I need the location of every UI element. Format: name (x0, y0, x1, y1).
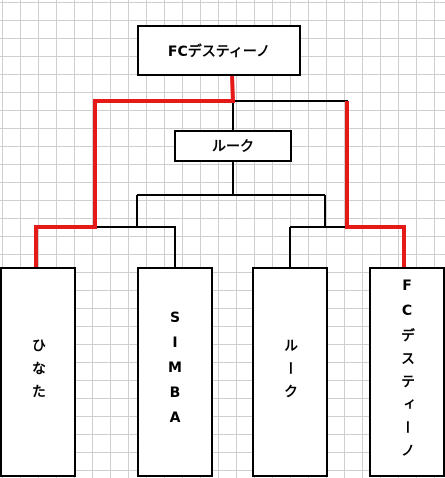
team-box-fc-destino: FCデスティーノ (369, 267, 445, 477)
team-label-simba: SIMBA (167, 309, 183, 435)
winner-path-right (345, 101, 406, 267)
team-label-hinata: ひなた (30, 337, 46, 407)
left-pair-connector (36, 195, 176, 267)
champion-box: FCデスティーノ (137, 25, 301, 76)
team-label-luke: ルーク (282, 337, 298, 407)
champion-label: FCデスティーノ (167, 43, 271, 60)
winner-path-left (34, 75, 236, 267)
team-label-fc-destino: FCデスティーノ (399, 278, 415, 466)
right-pair-connector (289, 195, 347, 267)
team-box-hinata: ひなた (0, 267, 76, 477)
team-box-luke: ルーク (252, 267, 328, 477)
final-connector-right (233, 100, 348, 227)
semifinal-winner-box: ルーク (174, 130, 292, 162)
team-box-simba: SIMBA (137, 267, 213, 477)
semifinal-winner-label: ルーク (212, 139, 254, 155)
